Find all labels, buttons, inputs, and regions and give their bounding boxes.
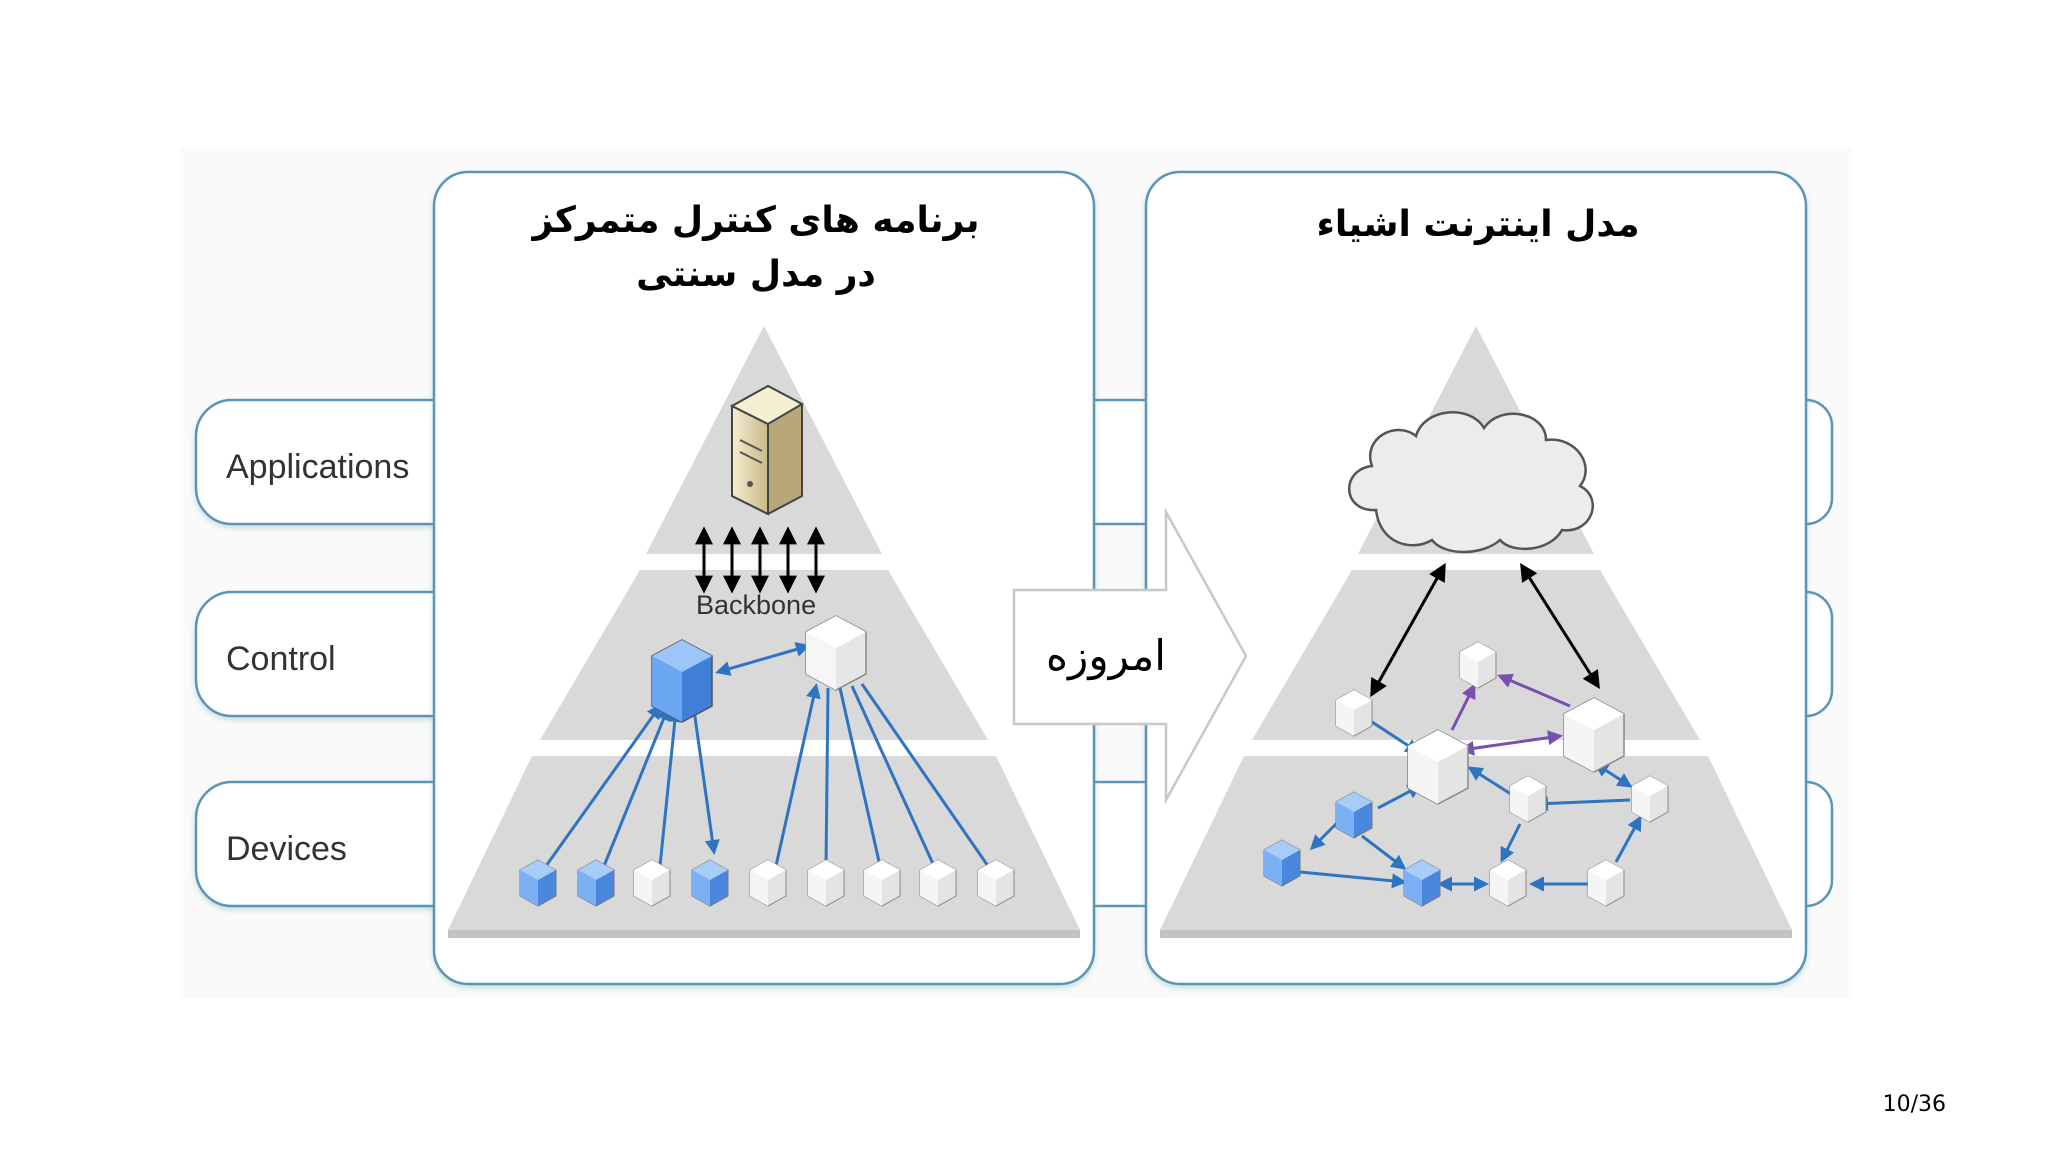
- mesh-cube-blue-1: [1335, 791, 1373, 839]
- device-cube-2: [577, 859, 615, 907]
- cloud-arrows: [1370, 562, 1600, 698]
- device-cube-8: [919, 859, 957, 907]
- left-panel-title-line1: برنامه های کنترل متمرکز: [531, 200, 980, 241]
- device-cube-9: [977, 859, 1015, 907]
- left-panel-title-line2: در مدل سنتی: [636, 254, 876, 295]
- transition-arrow: [1012, 507, 1248, 805]
- mesh-cube-5: [1509, 775, 1547, 823]
- purple-links: [1450, 673, 1571, 756]
- control-cube-white: [805, 615, 867, 691]
- device-cube-7: [863, 859, 901, 907]
- mesh-cube-3: [1407, 729, 1469, 805]
- device-cube-3: [633, 859, 671, 907]
- device-cube-5: [749, 859, 787, 907]
- transition-arrow-label: امروزه: [1046, 631, 1166, 680]
- layer-label-control: Control: [226, 640, 336, 678]
- mesh-cube-blue-3: [1403, 859, 1441, 907]
- mesh-cube-8: [1587, 859, 1625, 907]
- mesh-cube-7: [1489, 859, 1527, 907]
- panel-traditional: Backbone: [432, 170, 1096, 986]
- mesh-cube-1: [1335, 689, 1373, 737]
- device-cube-4: [691, 859, 729, 907]
- mesh-cubes: [1263, 641, 1669, 907]
- control-cube-blue: [651, 639, 713, 723]
- mesh-cube-2: [1459, 641, 1497, 689]
- page-number: 10/36: [1882, 1092, 1946, 1117]
- device-cube-6: [807, 859, 845, 907]
- layer-label-devices: Devices: [226, 830, 347, 868]
- right-panel-title: مدل اینترنت اشیاء: [1316, 204, 1639, 245]
- device-cubes: [519, 859, 1015, 907]
- backbone-arrows: [695, 526, 825, 594]
- server-icon: [729, 384, 805, 516]
- mesh-cube-6: [1631, 775, 1669, 823]
- layer-label-applications: Applications: [226, 448, 409, 486]
- mesh-cube-4: [1563, 697, 1625, 773]
- mesh-cube-blue-2: [1263, 839, 1301, 887]
- left-links: [544, 642, 990, 867]
- panel-iot: مدل اینترنت اشیاء: [1144, 170, 1808, 986]
- backbone-label: Backbone: [696, 590, 816, 620]
- device-cube-1: [519, 859, 557, 907]
- iot-pyramid-bottom: [1160, 756, 1792, 930]
- cloud-icon: [1348, 411, 1594, 554]
